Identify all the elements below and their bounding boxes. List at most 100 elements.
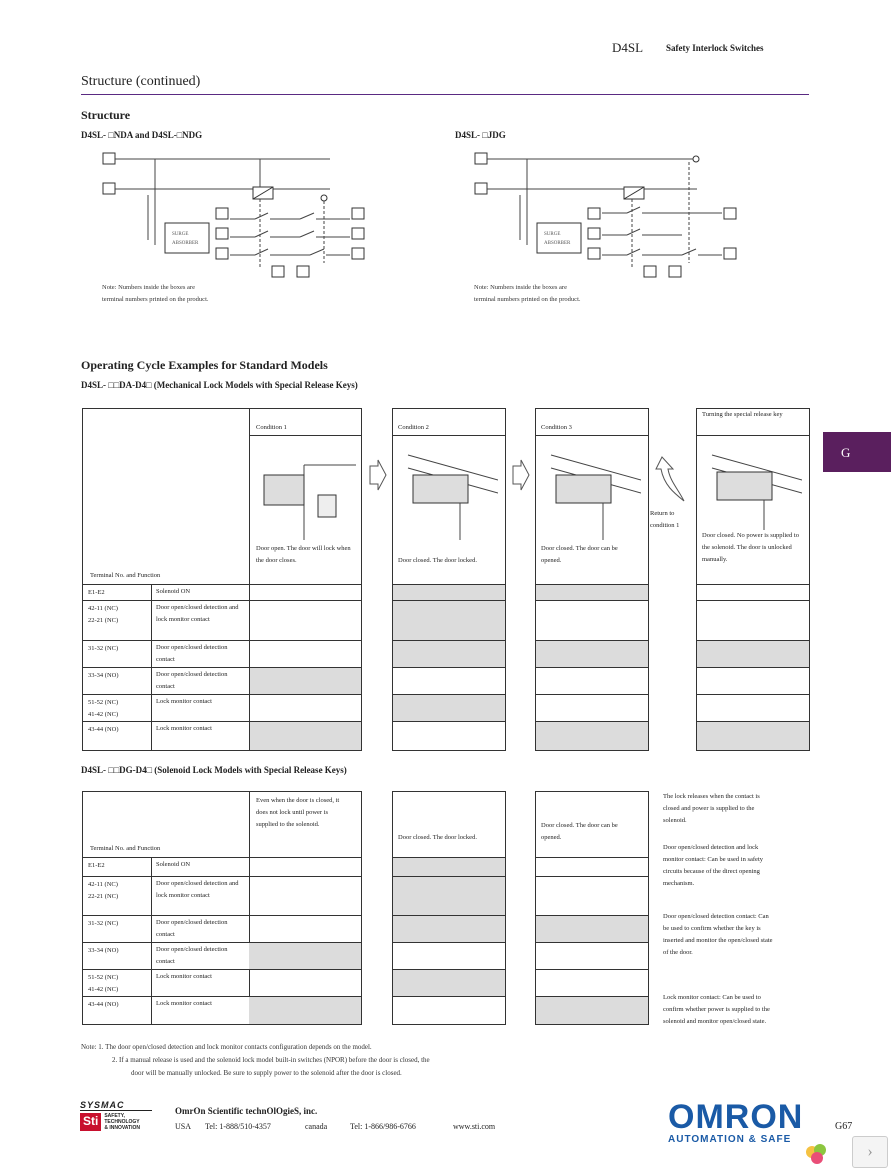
row-divider: [82, 694, 362, 695]
t2-side-1: The lock releases when the contact is cl…: [663, 793, 760, 824]
t1-terminal-label: 42-11 (NC) 22-21 (NC): [88, 605, 119, 624]
t1-shade: [697, 722, 809, 750]
t2-head-left: Terminal No. and Function: [90, 845, 161, 852]
sti-mark: Sti: [80, 1113, 102, 1131]
row-divider: [535, 584, 649, 585]
structure-heading: Structure: [81, 108, 131, 122]
table1-col2: [392, 408, 506, 751]
t1-shade: [536, 641, 648, 667]
t1-function-label: Lock monitor contact: [156, 725, 212, 732]
t1-function-label: Lock monitor contact: [156, 698, 212, 705]
usa-label: USA: [175, 1122, 192, 1131]
title-rule: [81, 94, 809, 95]
row-divider: [535, 667, 649, 668]
t2-col2: Door closed. The door locked.: [398, 834, 477, 841]
t1-cond2: Condition 2: [398, 424, 429, 431]
right-note-line2: terminal numbers printed on the product.: [474, 296, 581, 303]
row-divider: [392, 942, 506, 943]
row-divider: [392, 667, 506, 668]
row-divider: [392, 915, 506, 916]
usa-tel: Tel: 1-888/510-4357: [205, 1122, 271, 1131]
row-divider: [82, 584, 362, 585]
t1-cond1: Condition 1: [256, 424, 287, 431]
row-divider: [82, 915, 362, 916]
section-tab[interactable]: G: [823, 432, 891, 472]
t1-terminal-label: 33-34 (NO): [88, 672, 119, 679]
row-divider: [392, 600, 506, 601]
t2-terminal-label: 31-32 (NC): [88, 920, 119, 927]
t1-terminal-label: 31-32 (NC): [88, 645, 119, 652]
t2-function-label: Lock monitor contact: [156, 1000, 212, 1007]
t1-desc1: Door open. The door will lock when the d…: [256, 545, 351, 564]
right-note-line1: Note: Numbers inside the boxes are: [474, 284, 567, 291]
switch-illustration-3: [550, 454, 641, 540]
row-divider: [82, 857, 362, 858]
sti-tag3: & INNOVATION: [104, 1125, 140, 1131]
row-divider: [535, 640, 649, 641]
divider: [151, 585, 152, 751]
left-circuit-diagram: SURGE ABSORBER: [102, 152, 365, 278]
row-divider: [535, 996, 649, 997]
svg-text:SURGE: SURGE: [544, 232, 560, 237]
row-divider: [535, 876, 649, 877]
divider: [535, 435, 649, 436]
row-divider: [696, 600, 810, 601]
row-divider: [535, 942, 649, 943]
t2-shade: [536, 916, 648, 942]
website-link[interactable]: www.sti.com: [453, 1122, 496, 1131]
divider: [249, 408, 250, 751]
t1-cond4: Turning the special release key: [702, 411, 783, 418]
header-title: Safety Interlock Switches: [666, 43, 764, 53]
divider: [696, 435, 810, 436]
t1-shade: [393, 641, 505, 667]
t1-shade: [697, 641, 809, 667]
t1-function-label: Solenoid ON: [156, 588, 191, 595]
t2-function-label: Door open/closed detection contact: [156, 946, 228, 965]
t1-terminal-label: 43-44 (NO): [88, 726, 119, 733]
divider: [249, 791, 250, 1025]
next-page-button[interactable]: ›: [852, 1136, 888, 1168]
row-divider: [392, 694, 506, 695]
divider: [392, 435, 506, 436]
t2-side-2: Door open/closed detection and lock moni…: [663, 844, 764, 887]
switch-illustration-4: [711, 454, 802, 530]
row-divider: [696, 721, 810, 722]
t1-shade: [393, 601, 505, 640]
t2-col1: Even when the door is closed, it does no…: [256, 797, 340, 828]
row-divider: [392, 721, 506, 722]
t2-side-4: Lock monitor contact: Can be used to con…: [663, 994, 770, 1025]
t2-shade: [393, 858, 505, 876]
sysmac-label: SYSMAC: [80, 1100, 152, 1111]
sti-logo: SYSMAC Sti SAFETY, TECHNOLOGY & INNOVATI…: [80, 1100, 152, 1132]
t1-function-label: Door open/closed detection contact: [156, 671, 228, 690]
switch-illustration-1: [263, 464, 356, 540]
row-divider: [392, 640, 506, 641]
row-divider: [696, 694, 810, 695]
note-1: Note: 1. The door open/closed detection …: [81, 1043, 372, 1051]
divider: [151, 857, 152, 1025]
t1-terminal-label: 51-52 (NC) 41-42 (NC): [88, 699, 119, 718]
t2-side-3: Door open/closed detection contact: Can …: [663, 913, 773, 956]
row-divider: [82, 969, 362, 970]
sti-tag2: TECHNOLOGY: [104, 1119, 140, 1125]
row-divider: [82, 640, 362, 641]
left-note-line1: Note: Numbers inside the boxes are: [102, 284, 195, 291]
company-name: OmrOn Scientific technOlOgieS, inc.: [175, 1106, 318, 1116]
omron-tagline: AUTOMATION & SAFE: [668, 1134, 792, 1145]
table2-col3: [535, 791, 649, 1025]
t2-terminal-label: 51-52 (NC) 41-42 (NC): [88, 974, 119, 993]
table2-title: D4SL- □□DG-D4□ (Solenoid Lock Models wit…: [81, 765, 347, 775]
row-divider: [535, 721, 649, 722]
t1-shade: [536, 585, 648, 600]
left-model-label: D4SL- □NDA and D4SL-□NDG: [81, 130, 203, 140]
t1-shade: [249, 722, 361, 750]
t2-function-label: Lock monitor contact: [156, 973, 212, 980]
canada-tel: Tel: 1-866/986-6766: [350, 1122, 416, 1131]
t1-function-label: Door open/closed detection contact: [156, 644, 228, 663]
t2-shade: [536, 997, 648, 1024]
omron-logo: OMRON: [668, 1098, 804, 1136]
t2-terminal-label: 43-44 (NO): [88, 1001, 119, 1008]
t2-shade: [249, 997, 361, 1024]
table2-main: [82, 791, 362, 1025]
row-divider: [82, 996, 362, 997]
